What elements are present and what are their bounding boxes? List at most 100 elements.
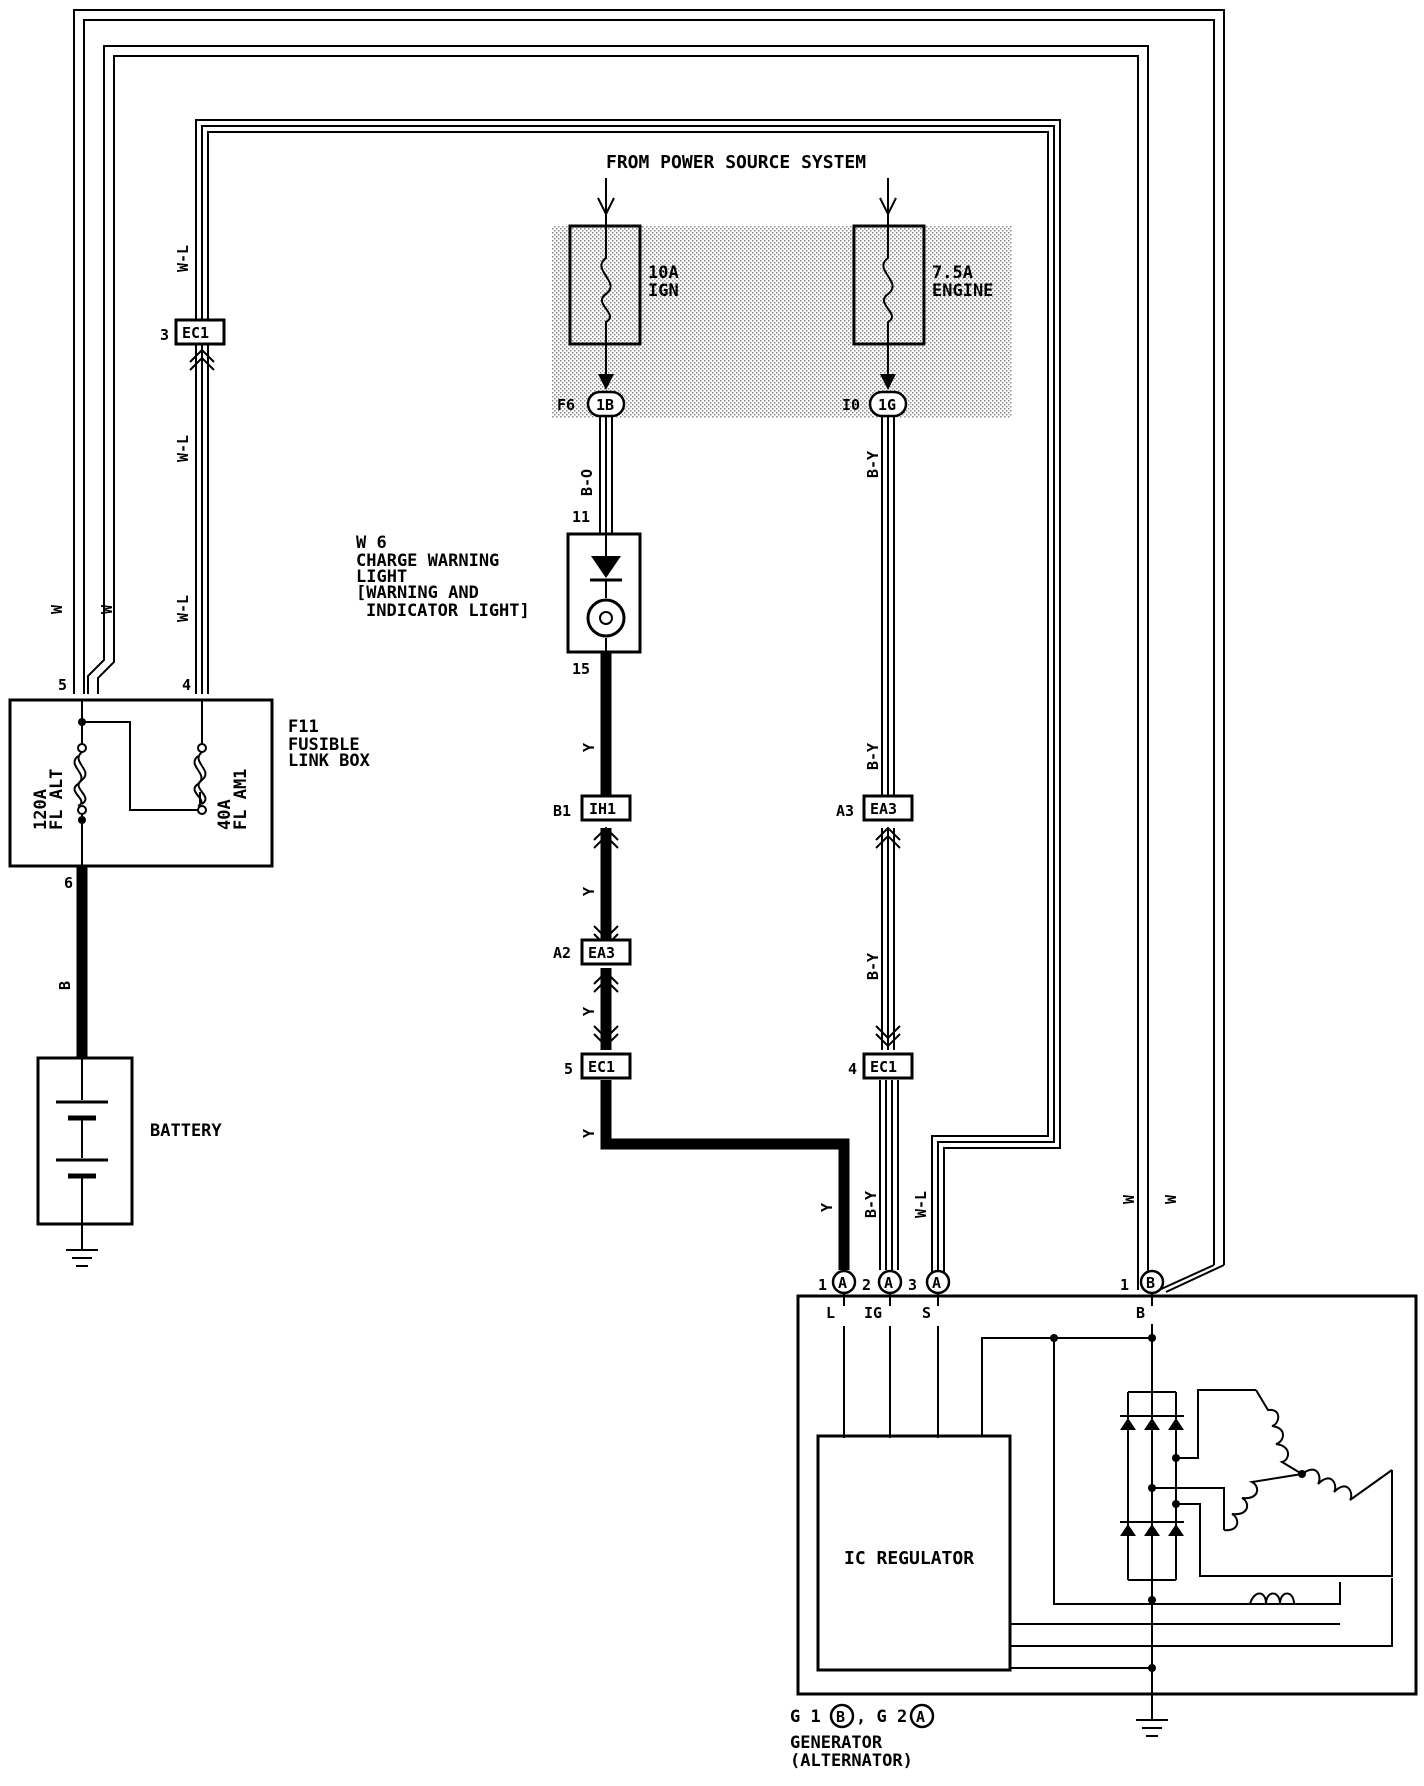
connector-ec1-right-pin: 4: [848, 1060, 857, 1078]
fuse-engine-rating: 7.5A: [932, 263, 973, 283]
junction-i0-1g: I0 1G: [842, 390, 908, 418]
charge-light-sub-2: INDICATOR LIGHT]: [366, 601, 530, 621]
fuse-engine-name: ENGINE: [932, 281, 993, 301]
charge-warning-light: 11 15 W 6 CHARGE WARNING LIGHT [WARNING …: [356, 508, 642, 678]
fuse-engine: 7.5A ENGINE: [852, 224, 993, 390]
fusible-link-box: 5 4 120A FL ALT 40A FL AM1 F11 FUSIBLE L…: [8, 676, 371, 892]
wire-color-y-3: Y: [580, 1007, 598, 1016]
junction-i0-pin: I0: [842, 396, 860, 414]
power-source: FROM POWER SOURCE SYSTEM: [597, 152, 897, 236]
fuse-ign: 10A IGN: [568, 224, 679, 390]
generator-conn-a-2: A: [884, 1274, 893, 1292]
wire-color-b-o: B-O: [578, 469, 596, 496]
fusible-link-name-1: FUSIBLE: [288, 735, 360, 755]
generator-code-g1-conn: B: [836, 1708, 845, 1726]
connector-ec1-top-name: EC1: [182, 324, 209, 342]
wire-color-w-3: W: [1120, 1194, 1138, 1204]
wire-w-l-sense: [195, 119, 1061, 1280]
generator-pin-3: 3: [908, 1276, 917, 1294]
battery-label: BATTERY: [150, 1121, 222, 1141]
wire-b-o: B-O: [578, 416, 613, 534]
connector-ea3-right-pin: A3: [836, 802, 854, 820]
junction-f6-1b: F6 1B: [557, 390, 626, 418]
battery: B BATTERY: [36, 866, 222, 1267]
generator-ground-icon: [1136, 1719, 1168, 1737]
generator-pin-b: 1: [1120, 1276, 1129, 1294]
generator-term-s: S: [922, 1304, 931, 1322]
wire-color-w-l-2: W-L: [174, 435, 192, 462]
junction-block-shading: [552, 226, 1012, 418]
generator-conn-a-3: A: [932, 1274, 941, 1292]
fuse-ign-rating: 10A: [648, 263, 679, 283]
wire-w-outer-pair: [73, 9, 1225, 1293]
wire-color-w-1: W: [48, 604, 66, 614]
wire-color-w-2: W: [98, 604, 116, 614]
generator-conn-b: B: [1146, 1274, 1155, 1292]
fusible-link-pin-4: 4: [182, 676, 191, 694]
generator-name-1: GENERATOR: [790, 1733, 883, 1753]
fuse-ign-name: IGN: [648, 281, 679, 301]
power-source-label: FROM POWER SOURCE SYSTEM: [606, 152, 866, 173]
generator: 1 A 2 A 3 A 1 B L IG S B IC REGULATOR: [790, 1269, 1418, 1771]
connector-ea3-left-name: EA3: [588, 944, 615, 962]
generator-conn-a-1: A: [838, 1274, 847, 1292]
wire-color-w-l-gen: W-L: [912, 1191, 930, 1218]
connector-ec1-top: W-L 3 EC1 W-L W-L: [160, 245, 226, 622]
wire-b-y: B-Y B-Y B-Y B-Y: [862, 416, 899, 1270]
connector-ea3-right-name: EA3: [870, 800, 897, 818]
generator-code-g2: , G 2: [856, 1707, 907, 1727]
wire-color-w-4: W: [1162, 1194, 1180, 1204]
charge-light-name-2: LIGHT: [356, 567, 407, 587]
ic-regulator-label: IC REGULATOR: [844, 1548, 974, 1569]
wire-color-y-1: Y: [580, 743, 598, 752]
connector-ec1-top-pin: 3: [160, 326, 169, 344]
charge-light-pin-in: 11: [572, 508, 590, 526]
wire-color-b-y-2: B-Y: [864, 743, 882, 770]
charge-light-pin-out: 15: [572, 660, 590, 678]
generator-name-2: (ALTERNATOR): [790, 1751, 913, 1771]
fuse-fl-alt-name: FL ALT: [47, 769, 67, 830]
connector-ec1-left: 5 EC1: [564, 1025, 632, 1080]
generator-term-b: B: [1136, 1304, 1145, 1322]
generator-pin-2: 2: [862, 1276, 871, 1294]
generator-code-g2-conn: A: [916, 1708, 925, 1726]
wire-color-w-l-3: W-L: [174, 595, 192, 622]
wire-color-b: B: [56, 981, 74, 990]
junction-i0-code: 1G: [878, 396, 896, 414]
wire-color-w-l-1: W-L: [174, 245, 192, 272]
wire-y: Y Y Y Y Y: [580, 652, 850, 1270]
charge-light-name: CHARGE WARNING: [356, 551, 499, 571]
connector-ih1-name: IH1: [589, 800, 616, 818]
fuse-fl-am1-name: FL AM1: [231, 769, 251, 830]
generator-term-l: L: [826, 1304, 835, 1322]
wire-color-b-y-4: B-Y: [862, 1191, 880, 1218]
connector-ih1: B1 IH1: [553, 794, 632, 849]
fuse-fl-am1-rating: 40A: [215, 799, 235, 830]
wire-color-y-5: Y: [818, 1203, 836, 1212]
generator-term-ig: IG: [864, 1304, 882, 1322]
connector-ea3-left-pin: A2: [553, 944, 571, 962]
generator-pin-1: 1: [818, 1276, 827, 1294]
charge-light-code: W 6: [356, 533, 387, 553]
fusible-link-name-2: LINK BOX: [288, 751, 371, 771]
connector-ih1-pin: B1: [553, 802, 571, 820]
fusible-link-code: F11: [288, 717, 319, 737]
connector-ec1-left-pin: 5: [564, 1060, 573, 1078]
fusible-link-pin-5: 5: [58, 676, 67, 694]
fusible-link-pin-6: 6: [64, 874, 73, 892]
fuse-fl-alt-rating: 120A: [31, 789, 51, 830]
wire-color-y-4: Y: [580, 1129, 598, 1138]
wire-color-b-y-1: B-Y: [864, 451, 882, 478]
connector-ec1-right: 4 EC1: [848, 1025, 914, 1080]
connector-ec1-left-name: EC1: [588, 1058, 615, 1076]
connector-ec1-right-name: EC1: [870, 1058, 897, 1076]
junction-f6-pin: F6: [557, 396, 575, 414]
generator-code-g1: G 1: [790, 1707, 821, 1727]
wire-color-y-2: Y: [580, 887, 598, 896]
wire-color-b-y-3: B-Y: [864, 953, 882, 980]
battery-ground-icon: [66, 1249, 98, 1267]
connector-ea3-right: A3 EA3: [836, 794, 914, 849]
connector-ea3-left: A2 EA3: [553, 925, 632, 993]
charge-light-sub-1: [WARNING AND: [356, 583, 479, 603]
